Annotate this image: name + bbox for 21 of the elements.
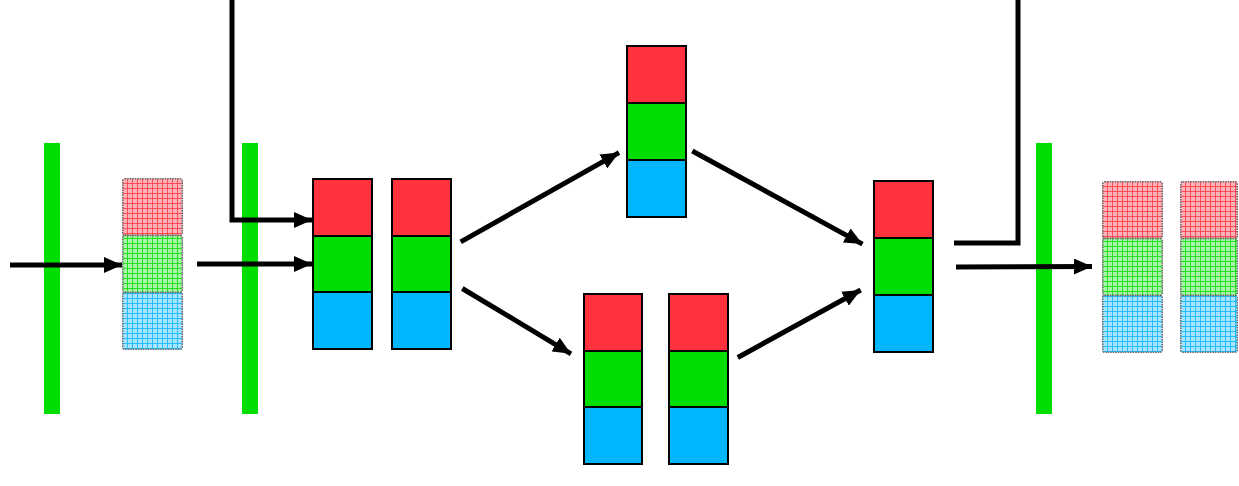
arrow — [956, 258, 1092, 275]
color-block-stack — [668, 293, 729, 465]
color-block-stack — [391, 178, 452, 350]
arrow — [461, 286, 573, 356]
vertical-bar — [242, 143, 258, 414]
color-block-stack — [873, 180, 934, 353]
color-block-stack — [626, 45, 687, 218]
connector-line — [954, 0, 1021, 246]
arrow — [736, 287, 862, 360]
arrow — [10, 257, 122, 273]
arrow — [229, 0, 312, 228]
arrow — [459, 150, 621, 245]
vertical-bar — [44, 143, 60, 414]
color-block-stack — [583, 293, 643, 465]
hatched-block-stack — [122, 178, 183, 350]
hatched-block-stack — [1180, 181, 1238, 353]
color-block-stack — [312, 178, 373, 350]
arrow — [691, 148, 864, 247]
arrow — [197, 256, 312, 272]
vertical-bar — [1036, 143, 1052, 414]
hatched-block-stack — [1102, 181, 1163, 353]
